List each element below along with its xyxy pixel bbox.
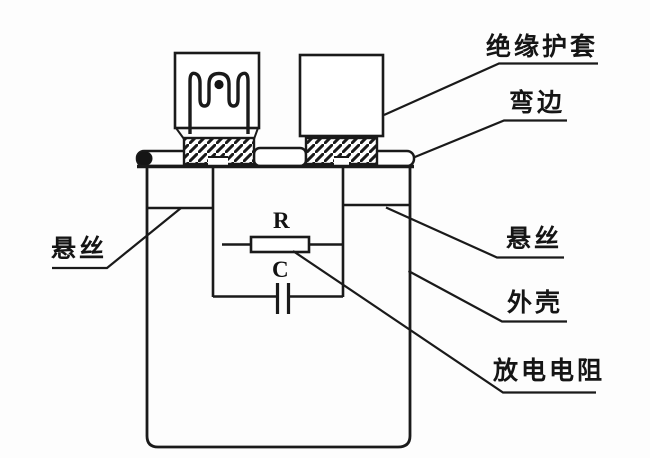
label-suspension-wire-right: 悬丝 — [506, 225, 563, 253]
capacitor-symbol-label: C — [272, 257, 289, 282]
resistor-box — [249, 235, 311, 254]
leader-shell — [407, 270, 567, 323]
leader-discharge-resistor — [292, 250, 596, 394]
terminal-right-sleeve — [298, 53, 385, 138]
capacitor-plates — [275, 283, 291, 314]
fuse-element-hole — [214, 79, 224, 90]
label-bent-edge: 弯边 — [509, 89, 566, 117]
resistor-symbol-label: R — [273, 208, 290, 233]
terminal-left-taper — [175, 127, 259, 140]
seal-notch-right — [334, 157, 349, 165]
fuse-element — [188, 71, 250, 134]
label-suspension-wire-left: 悬丝 — [51, 235, 108, 263]
label-shell: 外壳 — [507, 289, 564, 317]
inner-element-box — [211, 164, 345, 298]
leader-suspension-wire-left — [52, 207, 182, 270]
leader-suspension-wire-right — [385, 206, 564, 259]
leader-insulation-sleeve — [383, 62, 598, 117]
leader-bent-edge — [409, 119, 567, 161]
label-discharge-resistor: 放电电阻 — [493, 357, 606, 385]
seal-notch-left — [208, 157, 228, 165]
shell-outline — [145, 165, 412, 449]
cover-plate-rivet-end — [137, 151, 153, 166]
label-insulation-sleeve: 绝缘护套 — [486, 33, 599, 61]
cover-plate-bump — [252, 146, 308, 168]
